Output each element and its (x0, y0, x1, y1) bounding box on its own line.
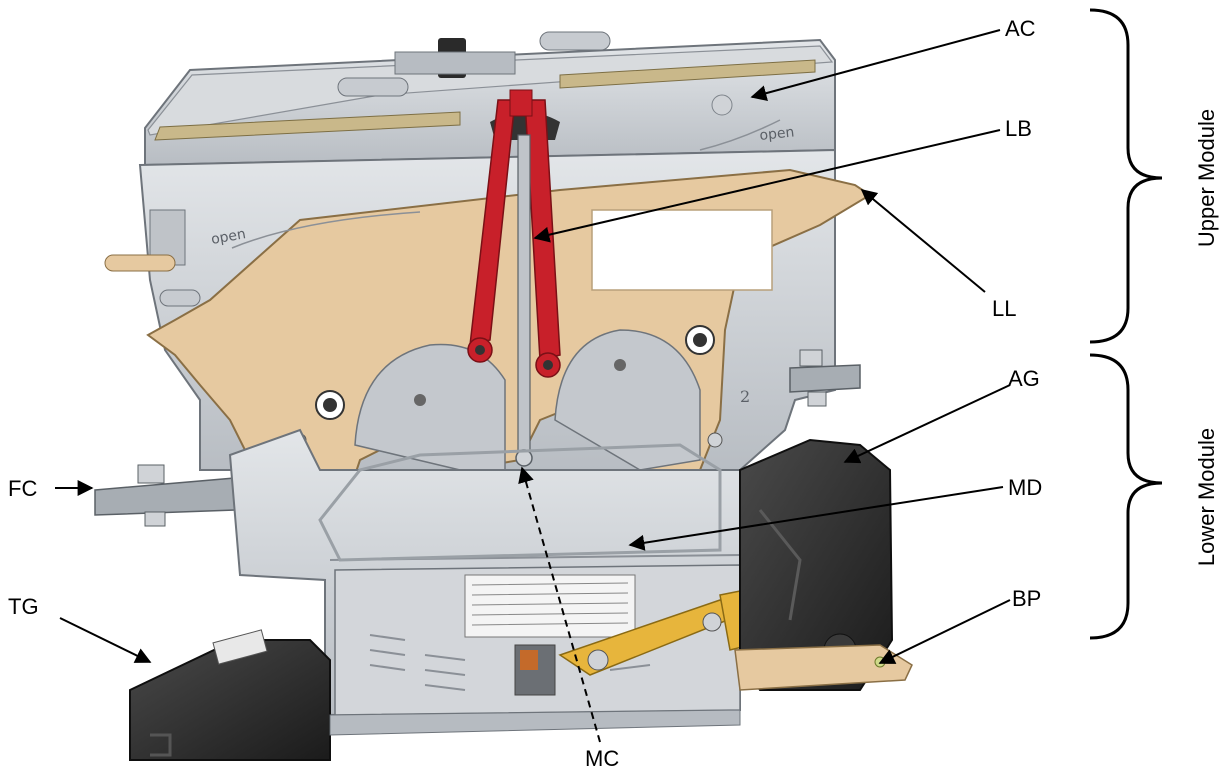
rating-label (464, 574, 636, 638)
label-mc: MC (585, 746, 619, 771)
arrow-ll (860, 188, 986, 293)
device-illustration: open open 1 2 (94, 31, 913, 761)
mounting-foot-right (789, 349, 861, 407)
arc-chute-top (144, 31, 836, 167)
arrow-ac (750, 29, 1001, 101)
callout-arrows (55, 29, 1011, 743)
label-fc: FC (8, 476, 37, 501)
center-rod (517, 134, 531, 456)
arrow-md (628, 486, 1004, 551)
left-side-hardware (104, 209, 201, 307)
callout-labels: AC LB LL AG MD FC BP TG MC (8, 16, 1042, 771)
arrow-ag (843, 384, 1011, 464)
arrow-bp (878, 599, 1011, 664)
label-ag: AG (1008, 366, 1040, 391)
open-mark-left: open (210, 226, 247, 248)
base-plate (734, 644, 913, 691)
brace-lower-module (1089, 353, 1163, 640)
arrow-tg (59, 617, 152, 663)
cam-window-right (554, 329, 701, 471)
label-md: MD (1008, 475, 1042, 500)
cam-window-left (354, 343, 506, 471)
label-lb: LB (1005, 116, 1032, 141)
group-label-lower: Lower Module (1194, 428, 1219, 566)
label-ac: AC (1005, 16, 1036, 41)
label-bp: BP (1012, 586, 1041, 611)
label-tg: TG (8, 594, 39, 619)
brace-upper-module (1089, 8, 1163, 344)
position-mark-2: 2 (740, 387, 750, 406)
plate-label (591, 209, 773, 291)
label-ll: LL (992, 296, 1016, 321)
open-mark-right: open (759, 124, 795, 144)
mounting-foot-left (94, 464, 236, 527)
arrow-lb (533, 129, 1001, 243)
group-label-upper: Upper Module (1194, 109, 1219, 247)
